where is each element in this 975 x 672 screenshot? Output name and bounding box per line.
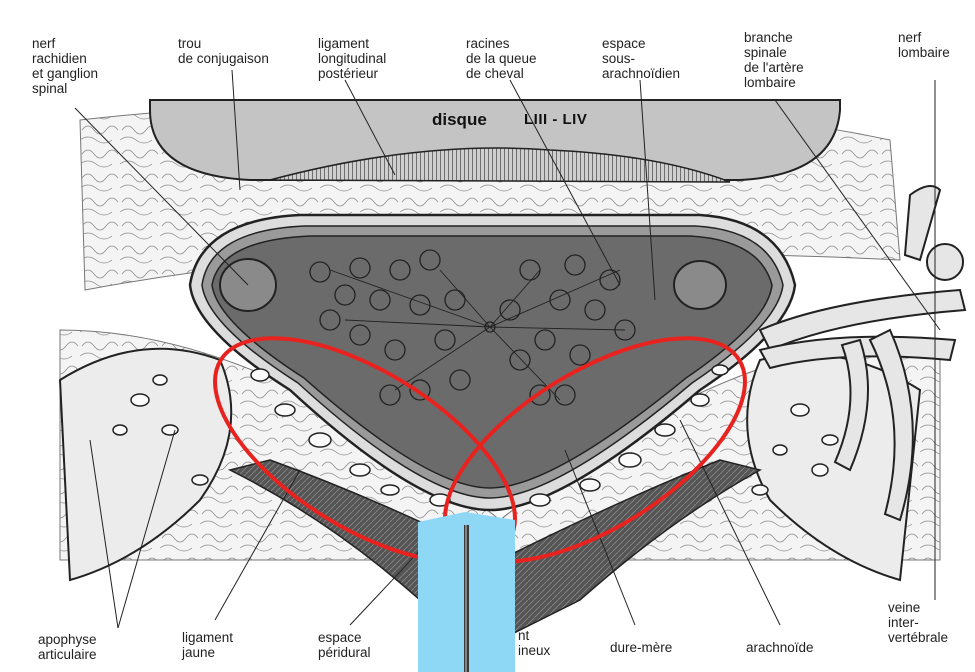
label-trou-de-conjugaison: trou de conjugaison (178, 36, 269, 66)
label-line: nt (518, 628, 550, 643)
label-line: de l'artère (744, 60, 804, 75)
label-line: sous- (602, 51, 680, 66)
label-line: vertébrale (888, 630, 948, 645)
label-espace-sous-arachnoidien: espace sous- arachnoïdien (602, 36, 680, 81)
label-line: nerf (32, 36, 98, 51)
label-nerf-rachidien: nerf rachidien et ganglion spinal (32, 36, 98, 96)
label-line: ligament (318, 36, 386, 51)
label-apophyse-articulaire: apophyse articulaire (38, 632, 97, 662)
label-nerf-lombaire: nerf lombaire (898, 30, 950, 60)
spinal-ganglion-right (674, 261, 726, 309)
label-line: espace (318, 630, 371, 645)
label-disque: disque (432, 112, 487, 127)
label-line: longitudinal (318, 51, 386, 66)
label-line: inter- (888, 615, 948, 630)
label-line: lombaire (898, 45, 950, 60)
label-line: postérieur (318, 66, 386, 81)
label-line: ligament (182, 630, 233, 645)
label-line: et ganglion (32, 66, 98, 81)
label-ligament-jaune: ligament jaune (182, 630, 233, 660)
label-line: articulaire (38, 647, 97, 662)
label-vertebral-level: LIII - LIV (524, 112, 587, 127)
label-arachnoide: arachnoïde (746, 640, 814, 655)
label-line: de conjugaison (178, 51, 269, 66)
label-line: branche (744, 30, 804, 45)
needle-overlay (418, 512, 515, 672)
label-racines: racines de la queue de cheval (466, 36, 537, 81)
label-line: spinal (32, 81, 98, 96)
label-ligament-longitudinal: ligament longitudinal postérieur (318, 36, 386, 81)
label-dure-mere: dure-mère (610, 640, 672, 655)
label-line: lombaire (744, 75, 804, 90)
label-line: rachidien (32, 51, 98, 66)
label-veine-intervertebrale: veine inter- vertébrale (888, 600, 948, 645)
label-espace-peridural: espace péridural (318, 630, 371, 660)
label-line: de cheval (466, 66, 537, 81)
label-line: espace (602, 36, 680, 51)
label-line: de la queue (466, 51, 537, 66)
label-line: racines (466, 36, 537, 51)
label-line: arachnoïdien (602, 66, 680, 81)
label-line: apophyse (38, 632, 97, 647)
label-line: veine (888, 600, 948, 615)
label-line: spinale (744, 45, 804, 60)
label-ligament-partial: nt ineux (518, 628, 550, 658)
label-line: ineux (518, 643, 550, 658)
label-line: péridural (318, 645, 371, 660)
label-line: trou (178, 36, 269, 51)
label-branche-spinale: branche spinale de l'artère lombaire (744, 30, 804, 90)
label-line: nerf (898, 30, 950, 45)
label-line: jaune (182, 645, 233, 660)
